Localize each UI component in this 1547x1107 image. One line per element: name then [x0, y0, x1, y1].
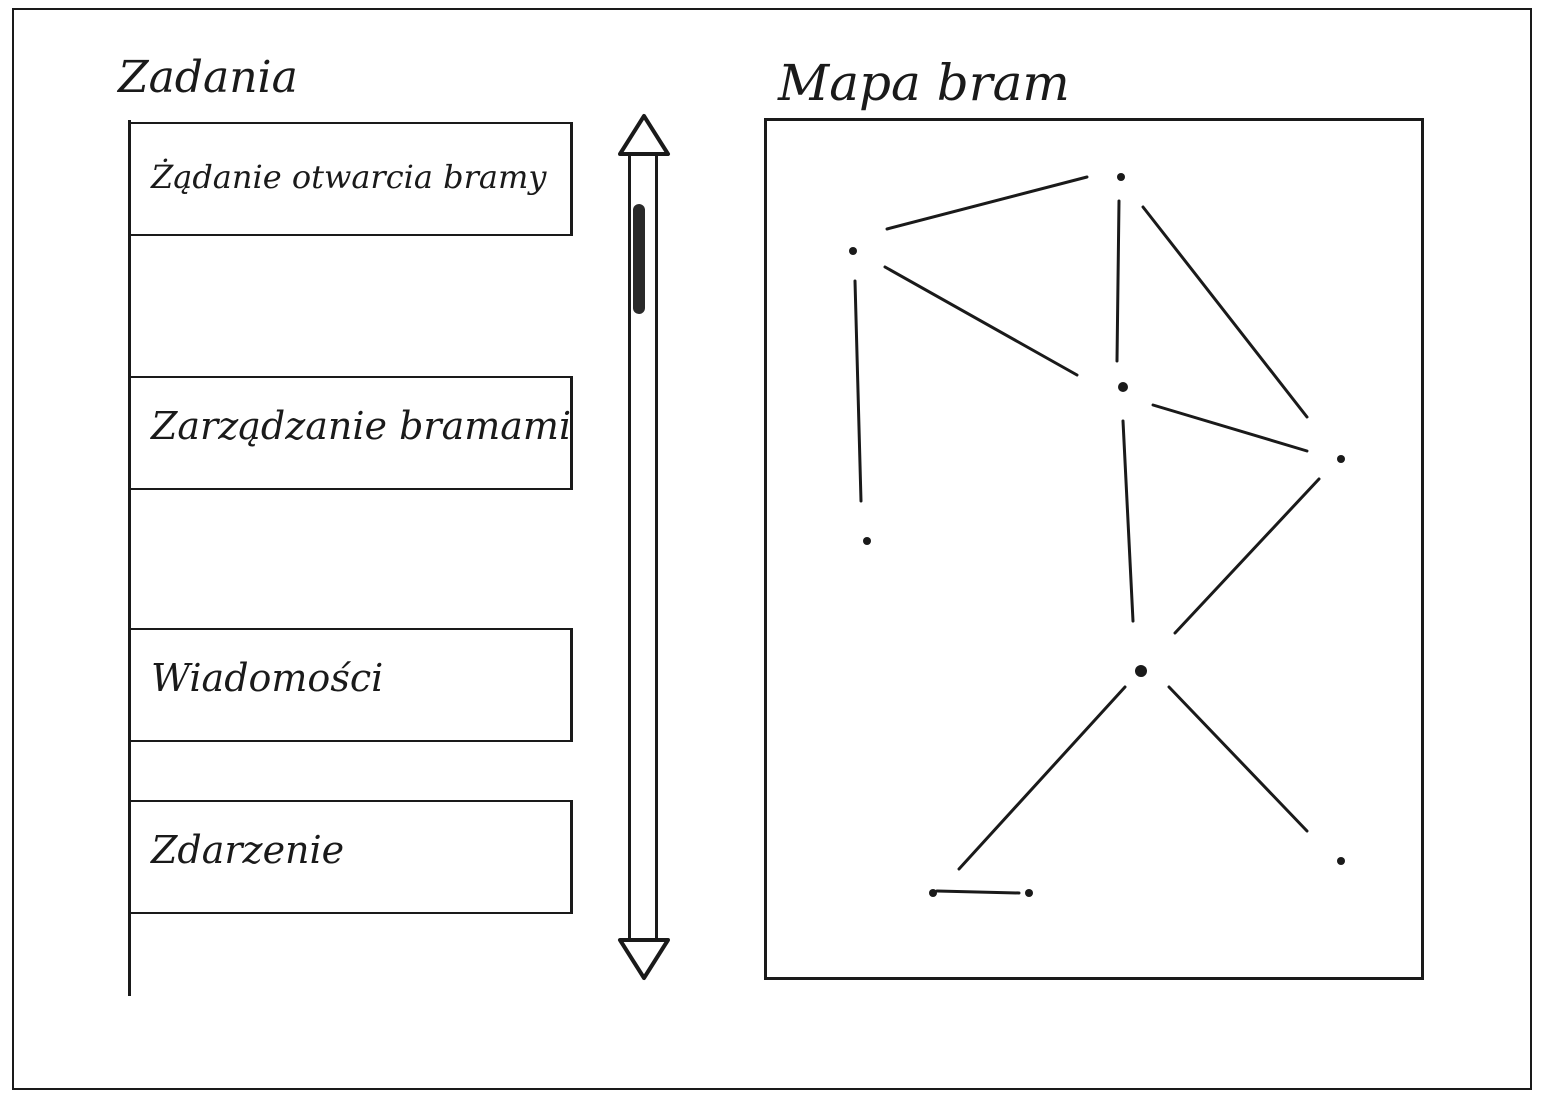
tasks-list: Żądanie otwarcia bramy Zarządzanie brama… — [128, 120, 591, 996]
tasks-scrollbar[interactable] — [612, 112, 676, 982]
task-item-label: Wiadomości — [151, 656, 384, 700]
scroll-track[interactable] — [628, 154, 658, 944]
map-node[interactable] — [1118, 382, 1128, 392]
task-item-event[interactable]: Zdarzenie — [131, 800, 573, 914]
map-node[interactable] — [1025, 889, 1033, 897]
task-item-messages[interactable]: Wiadomości — [131, 628, 573, 742]
task-item-gate-open-request[interactable]: Żądanie otwarcia bramy — [131, 122, 573, 236]
tasks-heading: Zadania — [118, 52, 298, 103]
map-node[interactable] — [1337, 455, 1345, 463]
map-edge — [957, 685, 1127, 871]
task-item-label: Zarządzanie bramami — [151, 404, 572, 448]
scroll-thumb[interactable] — [633, 204, 645, 314]
triangle-down-icon[interactable] — [612, 934, 676, 982]
map-edge — [1121, 419, 1135, 623]
map-node[interactable] — [1117, 173, 1125, 181]
map-edge — [1151, 403, 1309, 453]
triangle-up-icon[interactable] — [612, 112, 676, 160]
map-node[interactable] — [863, 537, 871, 545]
map-edge — [885, 175, 1089, 231]
gate-map[interactable] — [764, 118, 1424, 980]
map-node[interactable] — [1135, 665, 1147, 677]
task-item-label: Zdarzenie — [151, 828, 345, 872]
map-edge — [1167, 685, 1309, 833]
map-edge — [935, 889, 1021, 895]
task-item-label: Żądanie otwarcia bramy — [151, 158, 547, 196]
map-edge — [883, 265, 1079, 377]
map-edge — [1115, 199, 1121, 363]
map-node[interactable] — [929, 889, 937, 897]
map-edge — [1141, 205, 1309, 419]
map-edge — [1173, 477, 1321, 635]
task-item-gate-management[interactable]: Zarządzanie bramami — [131, 376, 573, 490]
map-edge — [853, 279, 863, 503]
gate-map-heading: Mapa bram — [778, 54, 1070, 112]
map-node[interactable] — [1337, 857, 1345, 865]
map-node[interactable] — [849, 247, 857, 255]
app-window — [12, 8, 1532, 1090]
gate-map-graph — [849, 173, 1345, 897]
